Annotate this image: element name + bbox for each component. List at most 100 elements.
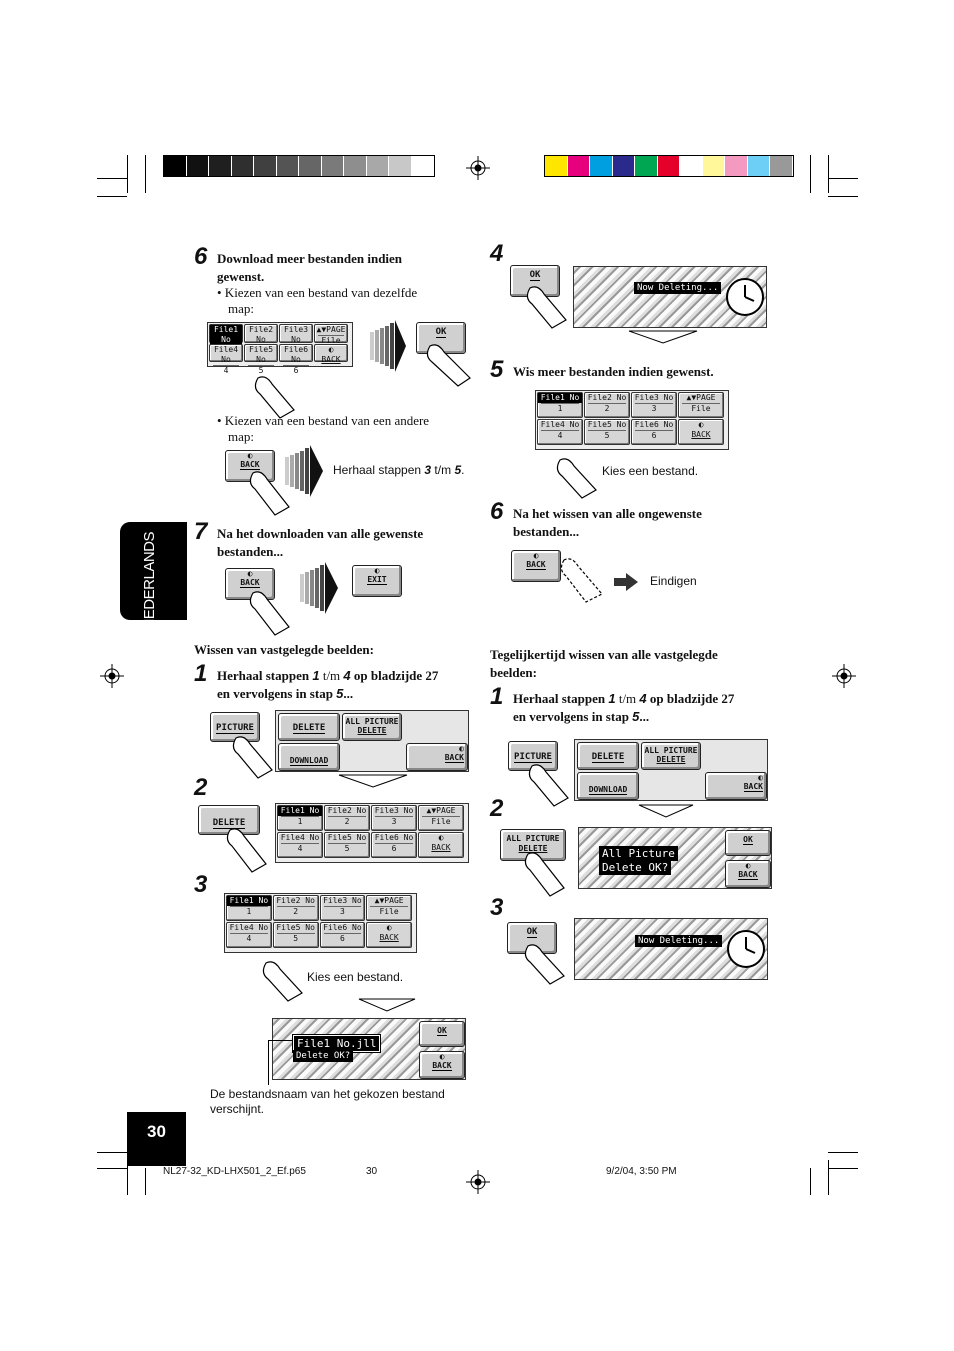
finger-icon (526, 286, 567, 329)
download-button[interactable]: DOWNLOAD (577, 772, 639, 800)
back-button[interactable]: ◐BACK (366, 922, 412, 948)
exit-button[interactable]: ◐EXIT (352, 565, 402, 597)
delete-button[interactable]: DELETE (278, 713, 340, 741)
footer-date: 9/2/04, 3:50 PM (606, 1166, 677, 1177)
back-button[interactable]: ◐BACK (678, 419, 724, 445)
step-number: 7 (194, 518, 208, 545)
confirm-message: Delete OK? (599, 860, 672, 875)
finger-icon (262, 961, 303, 1002)
instruction-text: Kies een bestand. (602, 464, 699, 478)
file-key[interactable]: File3 No3 (279, 324, 313, 355)
finger-icon (528, 764, 569, 807)
back-button[interactable]: ◐BACK (418, 832, 464, 858)
color-swatch (747, 156, 770, 176)
color-swatch (635, 156, 658, 176)
step-number: 1 (194, 660, 208, 687)
finger-icon (426, 344, 471, 387)
ok-button[interactable]: OK (419, 1021, 465, 1047)
back-button[interactable]: ◐BACK (725, 860, 771, 888)
finger-icon (524, 944, 565, 985)
registration-target-icon (100, 664, 124, 688)
finger-icon (254, 376, 295, 419)
file-key[interactable]: File1 No1 (209, 324, 243, 355)
ok-button[interactable]: OK (510, 265, 560, 297)
color-swatch (680, 156, 703, 176)
finger-icon (524, 852, 565, 897)
color-swatch (657, 156, 680, 176)
process-color-bar (544, 155, 794, 177)
back-button[interactable]: ◐BACK (705, 772, 767, 800)
step-text: Herhaal stappen 1 t/m 4 op bladzijde 27 … (513, 691, 735, 724)
registration-target-icon (466, 156, 490, 180)
back-button[interactable]: ◐BACK (406, 743, 468, 771)
color-swatch (276, 156, 299, 176)
step-text: Wis meer bestanden indien gewenst. (513, 364, 714, 379)
delete-button[interactable]: DELETE (577, 742, 639, 770)
color-swatch (231, 156, 254, 176)
arrow-right-icon (614, 573, 638, 591)
finger-icon (232, 736, 273, 779)
picture-button[interactable]: PICTURE (210, 712, 260, 742)
color-swatch (186, 156, 209, 176)
step-number: 5 (490, 356, 504, 383)
confirm-message: All Picture (599, 846, 678, 861)
color-swatch (164, 156, 187, 176)
grayscale-color-bar (163, 155, 435, 177)
color-swatch (770, 156, 793, 176)
color-swatch (725, 156, 748, 176)
back-button[interactable]: ◐BACK (225, 450, 275, 482)
page-number: 30 (127, 1112, 186, 1166)
ok-button[interactable]: OK (725, 830, 771, 856)
back-button[interactable]: ◐BACK (225, 568, 275, 600)
gradient-arrow-icon (300, 562, 338, 614)
file-key[interactable]: File2 No2 (244, 324, 278, 355)
preview-photo: File1 No.jll Delete OK? OK ◐BACK (272, 1018, 466, 1080)
clock-icon (727, 930, 765, 968)
back-button[interactable]: ◐BACK (419, 1051, 465, 1079)
step-number: 4 (490, 240, 504, 267)
down-arrow-icon (638, 804, 694, 818)
back-button[interactable]: ◐BACK (314, 343, 348, 364)
download-button[interactable]: DOWNLOAD (278, 743, 340, 771)
color-swatch (299, 156, 322, 176)
instruction-text: Eindigen (650, 574, 697, 588)
down-arrow-icon (358, 998, 416, 1012)
back-button[interactable]: ◐BACK (511, 550, 561, 582)
